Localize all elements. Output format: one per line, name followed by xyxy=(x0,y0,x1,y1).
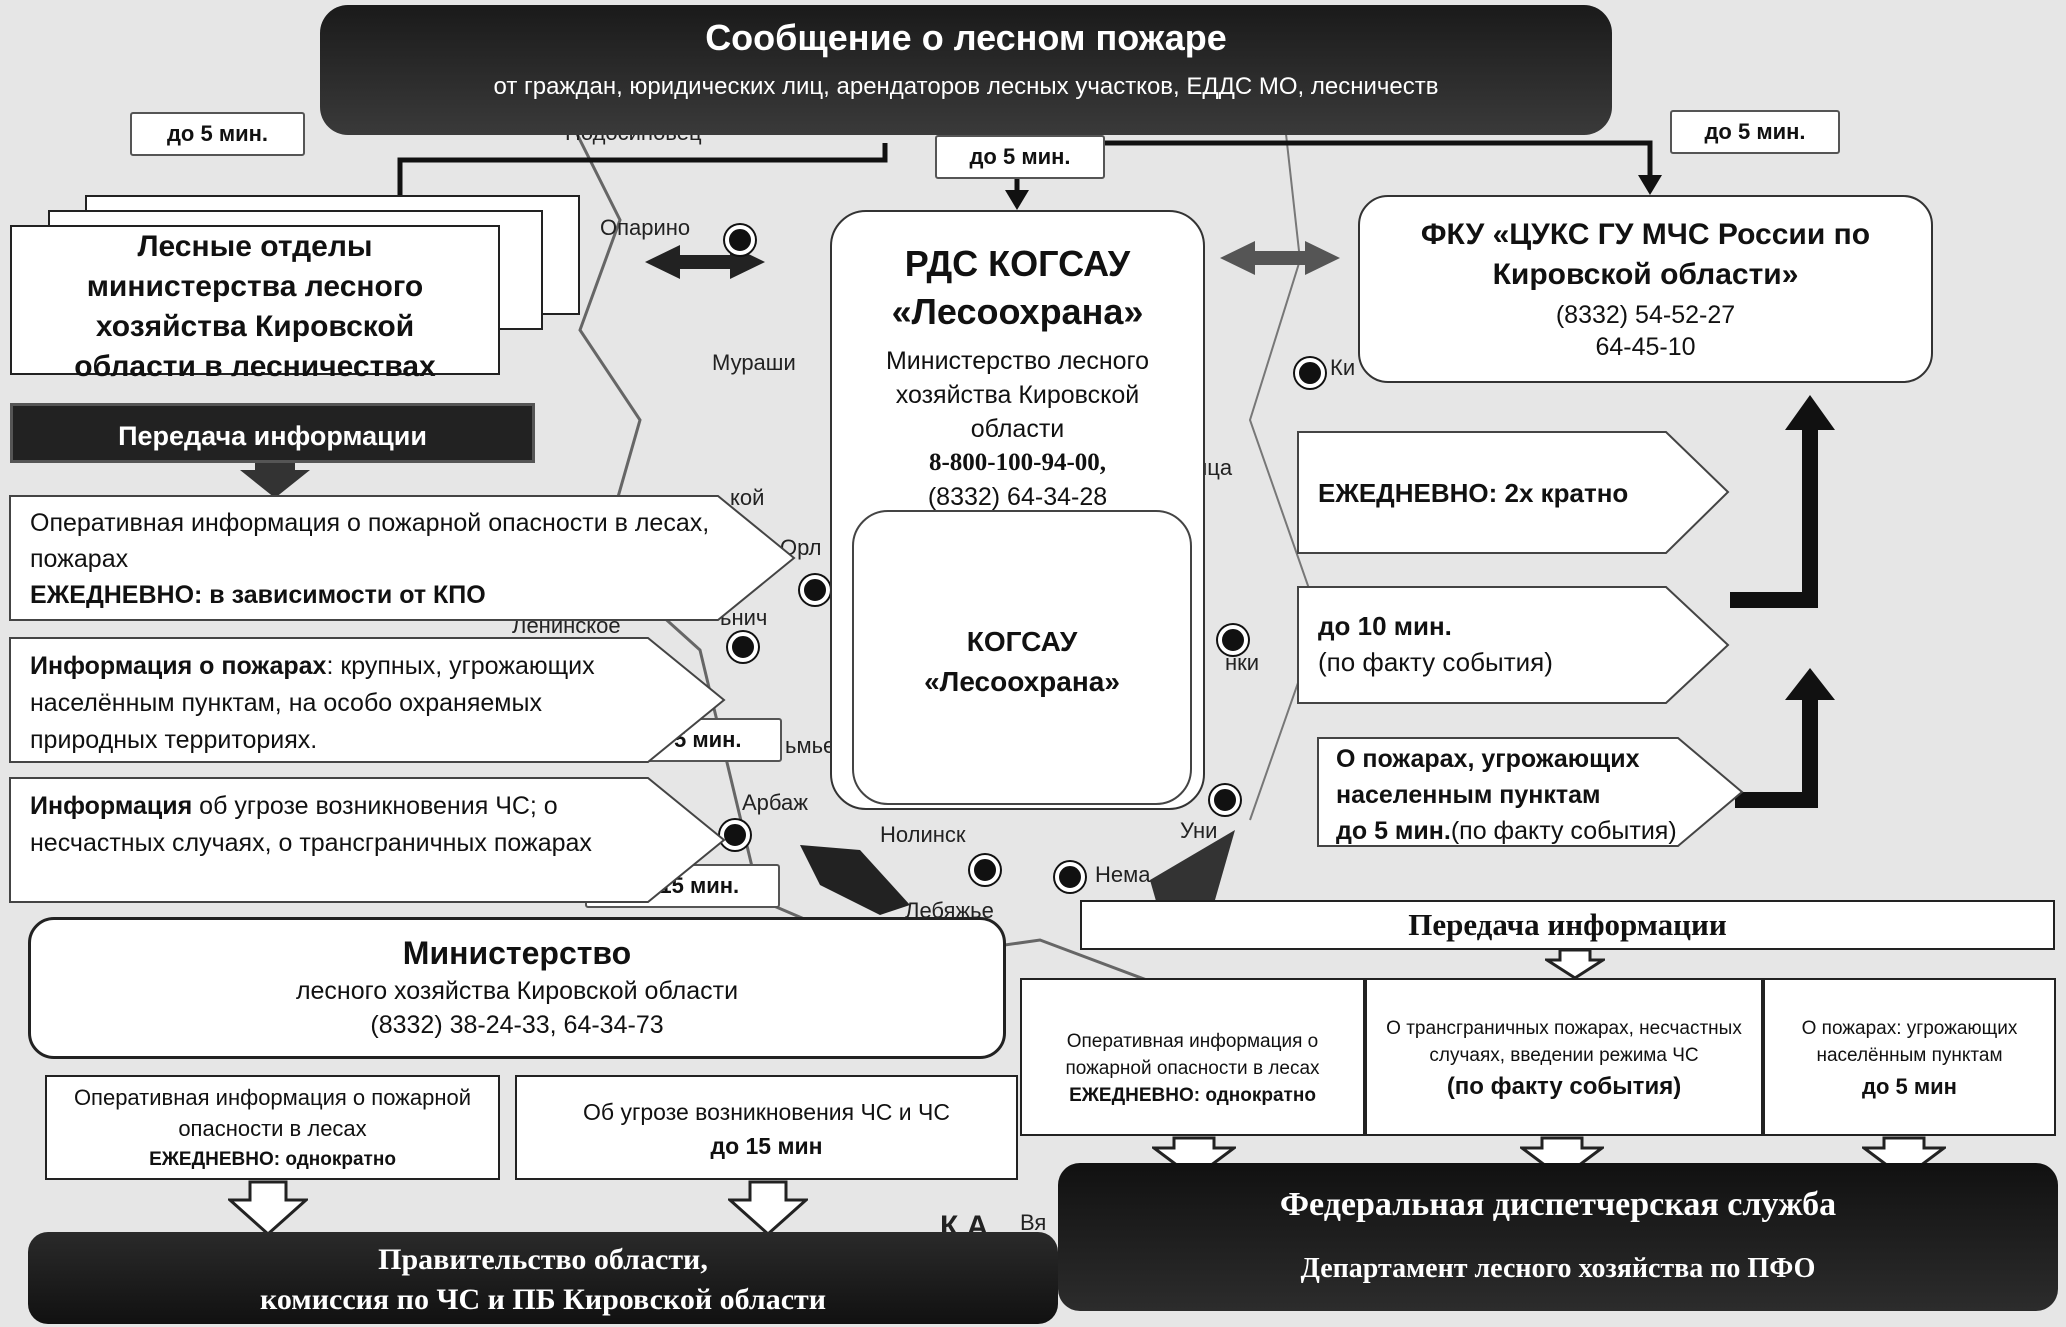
rds-phone-1: 8-800-100-94-00, xyxy=(928,449,1107,476)
time-tag: до 5 мин. xyxy=(935,135,1105,179)
left-item-2-bold: Информация о пожарах xyxy=(30,652,327,680)
left-item-1-text: Оперативная информация о пожарной опасно… xyxy=(30,509,710,573)
time-tag: до 5 мин. xyxy=(130,112,305,156)
transfer-label-right: Передача информации xyxy=(1080,900,2055,950)
down-arrow-icon xyxy=(1545,950,1605,980)
government-line-1: Правительство области, xyxy=(378,1243,708,1276)
city-marker-icon xyxy=(720,820,750,850)
left-item-shape xyxy=(9,777,726,903)
fed-item-a: Оперативная информация о пожарной опасно… xyxy=(1020,978,1365,1136)
map-label: Вя xyxy=(1020,1210,1047,1235)
map-label: кой xyxy=(730,485,765,510)
map-label: Нема xyxy=(1095,862,1151,887)
city-marker-icon xyxy=(970,855,1000,885)
header-banner: Сообщение о лесном пожаре от граждан, юр… xyxy=(320,5,1612,135)
fed-item-a-text: Оперативная информация о пожарной опасно… xyxy=(1065,1031,1320,1079)
map-label: Ки xyxy=(1330,355,1356,380)
rds-inner-text: КОГСАУ «Лесоохрана» xyxy=(924,626,1120,697)
ministry-item-left-bold: ЕЖЕДНЕВНО: однократно xyxy=(149,1149,396,1170)
right-item-ten-min-sub: (по факту события) xyxy=(1318,647,1553,677)
right-item-shape xyxy=(1297,431,1730,554)
map-label: Арбаж xyxy=(742,790,808,815)
government-banner: Правительство области, комиссия по ЧС и … xyxy=(28,1232,1058,1324)
map-label: Опарино xyxy=(600,215,691,240)
right-item-threat-bold: до 5 мин. xyxy=(1336,817,1451,845)
left-item-1: Оперативная информация о пожарной опасно… xyxy=(30,505,720,613)
ministry-sub: лесного хозяйства Кировской области xyxy=(295,977,739,1005)
city-marker-icon xyxy=(1210,785,1240,815)
down-arrow-icon xyxy=(728,1180,808,1236)
ministry-item-right: Об угрозе возникновения ЧС и ЧС до 15 ми… xyxy=(515,1075,1018,1180)
forest-departments-text: Лесные отделы министерства лесного хозяй… xyxy=(74,230,436,383)
fku-title: ФКУ «ЦУКС ГУ МЧС России по Кировской обл… xyxy=(1420,218,1871,291)
right-item-threat-bold: населенным пунктам xyxy=(1336,781,1601,809)
federal-line-1: Федеральная диспетчерская служба xyxy=(1279,1186,1837,1223)
fed-item-c: О пожарах: угрожающих населённым пунктам… xyxy=(1763,978,2056,1136)
left-item-3: Информация об угрозе возникновения ЧС; о… xyxy=(30,788,630,862)
left-item-2: Информация о пожарах: крупных, угрожающи… xyxy=(30,648,620,759)
city-marker-icon xyxy=(725,225,755,255)
left-item-1-bold: ЕЖЕДНЕВНО: в зависимости от КПО xyxy=(30,581,486,609)
right-item-threat-bold: О пожарах, угрожающих xyxy=(1336,745,1640,773)
ministry-phones: (8332) 38-24-33, 64-34-73 xyxy=(370,1011,664,1039)
fku-box: ФКУ «ЦУКС ГУ МЧС России по Кировской обл… xyxy=(1358,195,1933,383)
header-title: Сообщение о лесном пожаре xyxy=(705,17,1227,58)
right-item-ten-min-bold: до 10 мин. xyxy=(1318,611,1452,641)
government-line-2: комиссия по ЧС и ПБ Кировской области xyxy=(259,1283,827,1316)
ministry-item-right-text: Об угрозе возникновения ЧС и ЧС xyxy=(583,1099,950,1125)
time-tag: до 5 мин. xyxy=(1670,110,1840,154)
ministry-item-left: Оперативная информация о пожарной опасно… xyxy=(45,1075,500,1180)
fed-item-a-bold: ЕЖЕДНЕВНО: однократно xyxy=(1069,1085,1316,1106)
right-item-threat-sub: (по факту события) xyxy=(1450,817,1677,845)
left-item-3-text: об угрозе возникновения ЧС; о несчастных… xyxy=(30,792,592,857)
right-item-shape xyxy=(1317,737,1744,847)
map-label: ьмье xyxy=(785,733,836,758)
federal-banner: Федеральная диспетчерская служба Департа… xyxy=(1058,1163,2058,1311)
left-item-shape xyxy=(9,495,796,621)
right-item-ten-min: до 10 мин. (по факту события) xyxy=(1318,608,1553,680)
rds-phone-2: (8332) 64-34-28 xyxy=(927,483,1108,511)
right-item-daily: ЕЖЕДНЕВНО: 2х кратно xyxy=(1318,478,1629,508)
right-item-threat: О пожарах, угрожающих населенным пунктам… xyxy=(1336,741,1677,849)
city-marker-icon xyxy=(1055,862,1085,892)
map-label: Мураши xyxy=(712,350,796,375)
down-arrow-icon xyxy=(228,1180,308,1236)
left-item-shape xyxy=(9,637,726,763)
city-marker-icon xyxy=(728,632,758,662)
city-marker-icon xyxy=(1295,358,1325,388)
left-item-2-text: : крупных, угрожающих населённым пунктам… xyxy=(30,652,595,754)
transfer-label-left: Передача информации xyxy=(10,403,535,463)
fed-item-b: О трансграничных пожарах, несчастных слу… xyxy=(1365,978,1763,1136)
left-item-3-bold: Информация xyxy=(30,792,193,820)
fed-item-b-text: О трансграничных пожарах, несчастных слу… xyxy=(1386,1018,1742,1066)
map-label: нки xyxy=(1225,650,1260,675)
rds-ministry: Министерство лесного хозяйства Кировской… xyxy=(885,347,1149,443)
right-item-shape xyxy=(1297,586,1730,704)
fed-item-b-bold: (по факту события) xyxy=(1446,1073,1682,1100)
fku-phone-2: 64-45-10 xyxy=(1595,333,1696,361)
rds-title: РДС КОГСАУ «Лесоохрана» xyxy=(891,243,1144,332)
fed-item-c-text: О пожарах: угрожающих населённым пунктам xyxy=(1801,1018,2018,1066)
map-label: Уни xyxy=(1180,818,1218,843)
header-subtitle: от граждан, юридических лиц, арендаторов… xyxy=(493,73,1439,100)
federal-line-2: Департамент лесного хозяйства по ПФО xyxy=(1300,1253,1816,1284)
fed-item-c-bold: до 5 мин xyxy=(1862,1074,1957,1099)
ministry-item-left-text: Оперативная информация о пожарной опасно… xyxy=(73,1085,472,1141)
city-marker-icon xyxy=(800,575,830,605)
ministry-box: Министерство лесного хозяйства Кировской… xyxy=(28,917,1006,1059)
city-marker-icon xyxy=(1218,625,1248,655)
rds-inner-box: КОГСАУ «Лесоохрана» xyxy=(852,510,1192,805)
forest-departments-box: Лесные отделы министерства лесного хозяй… xyxy=(10,225,500,383)
map-label: Нолинск xyxy=(880,822,966,847)
fku-phone-1: (8332) 54-52-27 xyxy=(1555,301,1736,329)
ministry-title: Министерство xyxy=(402,935,632,971)
ministry-item-right-bold: до 15 мин xyxy=(710,1133,823,1159)
